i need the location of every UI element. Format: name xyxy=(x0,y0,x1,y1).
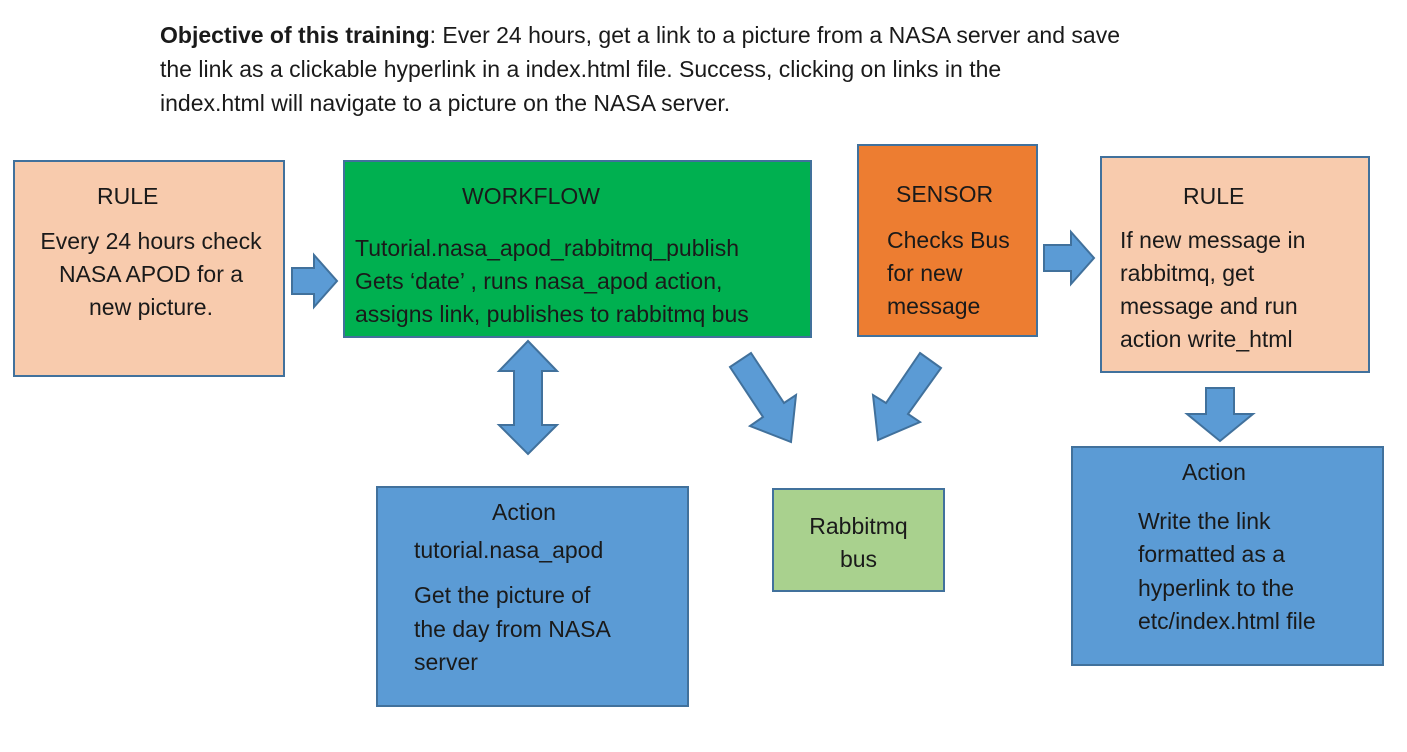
action2-title: Action xyxy=(1182,459,1246,485)
rule-box-schedule: RULE Every 24 hours check NASA APOD for … xyxy=(13,160,285,377)
arrow-rule-to-workflow xyxy=(291,252,339,310)
bus-line-1: Rabbitmq xyxy=(809,513,908,539)
objective-text: Objective of this training: Ever 24 hour… xyxy=(160,18,1220,120)
rule-line-3: new picture. xyxy=(88,294,213,320)
objective-line-1: Objective of this training: Ever 24 hour… xyxy=(160,18,1220,52)
workflow-line-2: Gets ‘date’ , runs nasa_apod action, xyxy=(355,268,723,294)
rule2-line-3: message and run xyxy=(1120,293,1298,319)
action2-line-3: hyperlink to the xyxy=(1138,575,1294,601)
sensor-title: SENSOR xyxy=(896,181,994,207)
sensor-line-3: message xyxy=(887,293,981,319)
arrow-sensor-to-rule2 xyxy=(1043,229,1096,287)
workflow-box: WORKFLOW Tutorial.nasa_apod_rabbitmq_pub… xyxy=(343,160,812,338)
rabbitmq-bus-box: Rabbitmq bus xyxy=(772,488,945,592)
workflow-line-1: Tutorial.nasa_apod_rabbitmq_publish xyxy=(355,235,740,261)
rule2-line-1: If new message in xyxy=(1120,227,1306,253)
arrow-workflow-to-bus xyxy=(728,351,798,444)
rule-title: RULE xyxy=(97,183,159,209)
action1-line-3: server xyxy=(414,649,478,675)
action2-line-2: formatted as a xyxy=(1138,541,1286,567)
arrow-sensor-to-bus xyxy=(871,351,943,442)
action2-line-1: Write the link xyxy=(1138,508,1271,534)
rule-line-1: Every 24 hours check xyxy=(40,228,262,254)
workflow-title: WORKFLOW xyxy=(462,183,600,209)
sensor-box: SENSOR Checks Bus for new message xyxy=(857,144,1038,337)
rule2-title: RULE xyxy=(1183,183,1245,209)
rule2-line-2: rabbitmq, get xyxy=(1120,260,1255,286)
objective-label: Objective of this training xyxy=(160,22,430,48)
bus-line-2: bus xyxy=(839,546,878,572)
rule-line-2: NASA APOD for a xyxy=(58,261,244,287)
action-box-nasa-apod: Action tutorial.nasa_apod Get the pictur… xyxy=(376,486,689,707)
action1-line-1: Get the picture of xyxy=(414,582,591,608)
action1-line-2: the day from NASA xyxy=(414,616,611,642)
action1-title: Action xyxy=(492,499,556,525)
action2-line-4: etc/index.html file xyxy=(1138,608,1316,634)
objective-line-1-text: : Ever 24 hours, get a link to a picture… xyxy=(429,22,1120,48)
action1-subtitle: tutorial.nasa_apod xyxy=(414,537,604,563)
rule2-line-4: action write_html xyxy=(1120,326,1293,352)
arrow-rule2-to-action2 xyxy=(1184,387,1256,443)
rule-box-message: RULE If new message in rabbitmq, get mes… xyxy=(1100,156,1370,373)
arrow-workflow-action-bidirectional xyxy=(496,339,560,456)
objective-line-3: index.html will navigate to a picture on… xyxy=(160,90,731,116)
action-box-write-html: Action Write the link formatted as a hyp… xyxy=(1071,446,1384,666)
objective-line-2: the link as a clickable hyperlink in a i… xyxy=(160,56,1002,82)
sensor-line-2: for new xyxy=(887,260,963,286)
workflow-line-3: assigns link, publishes to rabbitmq bus xyxy=(355,301,749,327)
sensor-line-1: Checks Bus xyxy=(887,227,1010,253)
